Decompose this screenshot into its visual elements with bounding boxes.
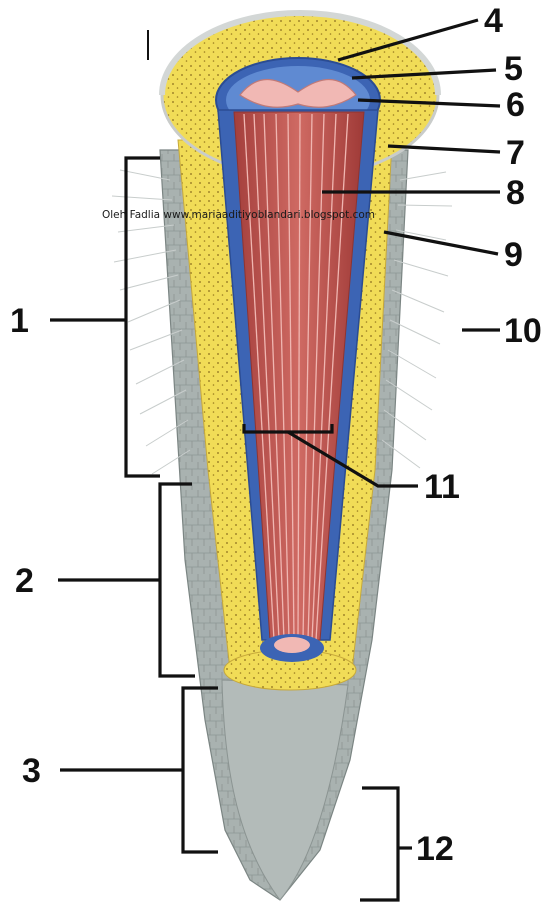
label-2: 2 — [15, 562, 34, 600]
bracket-1 — [126, 158, 160, 476]
label-8: 8 — [506, 174, 525, 212]
label-6: 6 — [506, 86, 525, 124]
label-10: 10 — [504, 312, 542, 350]
label-9: 9 — [504, 236, 523, 274]
label-3: 3 — [22, 752, 41, 790]
label-7: 7 — [506, 134, 525, 172]
bracket-12 — [360, 788, 398, 900]
watermark-text: Oleh Fadlia www.mariaaditiyoblandari.blo… — [102, 209, 375, 221]
label-4: 4 — [484, 2, 503, 40]
label-1: 1 — [10, 302, 29, 340]
bottom-phloem — [274, 637, 310, 653]
label-5: 5 — [504, 50, 523, 88]
label-12: 12 — [416, 830, 454, 868]
label-11: 11 — [424, 468, 460, 506]
